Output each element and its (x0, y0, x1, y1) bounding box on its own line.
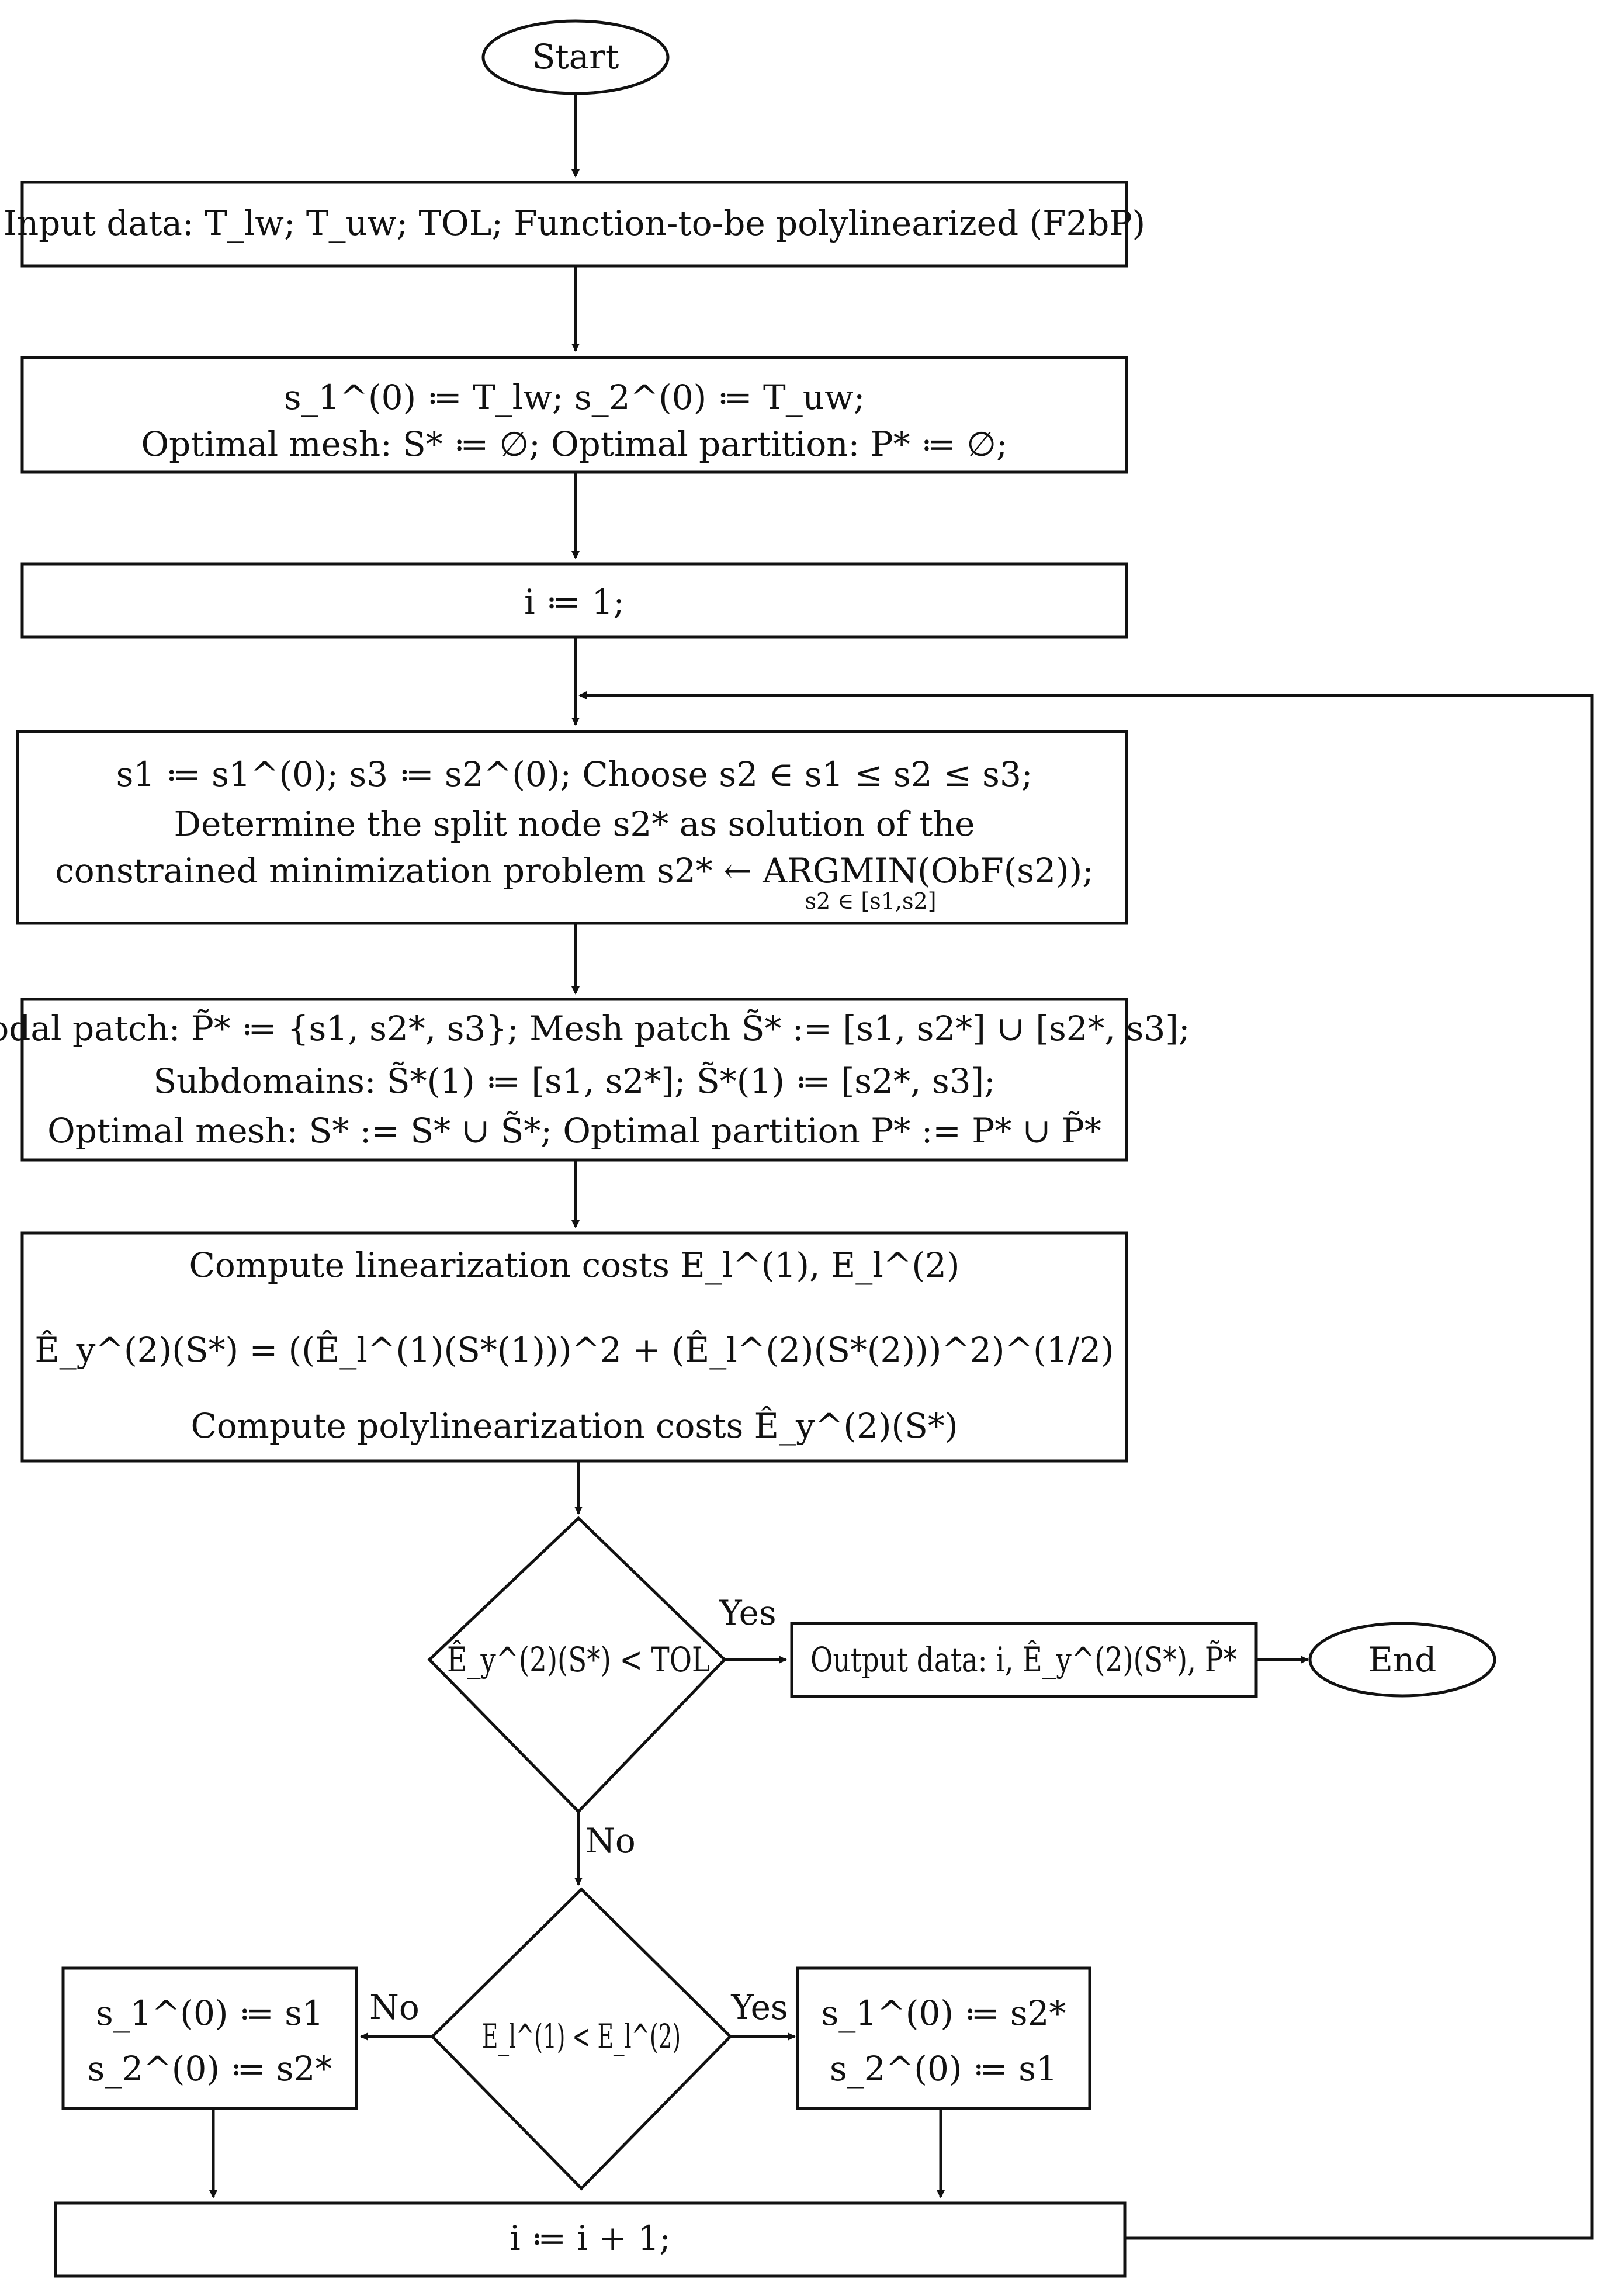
right-line-1: s_1^(0) ≔ s2* (822, 1993, 1066, 2033)
end-label: End (1368, 1640, 1437, 1679)
end-node: End (1308, 1622, 1496, 1698)
split-node-box: s1 ≔ s1^(0); s3 ≔ s2^(0); Choose s2 ∈ s1… (16, 730, 1128, 925)
left-line-1: s_1^(0) ≔ s1 (96, 1993, 324, 2033)
start-label: Start (532, 37, 619, 77)
decision-tol-text: Ê_y^(2)(S*) < TOL (447, 1640, 710, 1679)
cost-line-1: Compute linearization costs E_l^(1), E_l… (189, 1245, 959, 1285)
split-line-1: s1 ≔ s1^(0); s3 ≔ s2^(0); Choose s2 ∈ s1… (116, 754, 1033, 794)
loop-back-arrow (578, 691, 1594, 2240)
output-text: Output data: i, Ê_y^(2)(S*), P̃* (810, 1639, 1237, 1679)
output-box: Output data: i, Ê_y^(2)(S*), P̃* (790, 1622, 1258, 1698)
counter-text: i ≔ 1; (524, 582, 625, 622)
start-node: Start (481, 19, 670, 95)
increment-box: i ≔ i + 1; (54, 2201, 1127, 2278)
input-text: Input data: T_lw; T_uw; TOL; Function-to… (4, 203, 1145, 243)
decision-cost: E_l^(1) < E_l^(2) Yes No (369, 1887, 788, 2191)
split-line-3: constrained minimization problem s2* ← A… (55, 851, 1094, 891)
patch-line-1: Nodal patch: P̃* ≔ {s1, s2*, s3}; Mesh p… (0, 1008, 1190, 1048)
init-box: s_1^(0) ≔ T_lw; s_2^(0) ≔ T_uw; Optimal … (20, 356, 1128, 474)
right-update-box: s_1^(0) ≔ s2* s_2^(0) ≔ s1 (796, 1966, 1091, 2110)
cost-formula: Ê_y^(2)(S*) = ((Ê_l^(1)(S*(1)))^2 + (Ê_l… (34, 1330, 1114, 1370)
cost-box: Compute linearization costs E_l^(1), E_l… (20, 1231, 1128, 1463)
counter-box: i ≔ 1; (20, 562, 1128, 639)
patch-box: Nodal patch: P̃* ≔ {s1, s2*, s3}; Mesh p… (0, 998, 1190, 1162)
input-box: Input data: T_lw; T_uw; TOL; Function-to… (4, 181, 1145, 268)
init-line-2: Optimal mesh: S* ≔ ∅; Optimal partition:… (141, 424, 1008, 464)
patch-line-2: Subdomains: S̃*(1) ≔ [s1, s2*]; S̃*(1) ≔… (153, 1061, 995, 1101)
left-line-2: s_2^(0) ≔ s2* (88, 2049, 332, 2089)
right-line-2: s_2^(0) ≔ s1 (830, 2049, 1058, 2089)
patch-line-3: Optimal mesh: S* := S* ∪ S̃*; Optimal pa… (47, 1110, 1101, 1151)
decision-tol-yes: Yes (719, 1593, 776, 1633)
decision-tol-no: No (585, 1821, 636, 1861)
increment-text: i ≔ i + 1; (510, 2218, 671, 2258)
argmin-subscript: s2 ∈ [s1,s2] (805, 888, 936, 914)
left-update-box: s_1^(0) ≔ s1 s_2^(0) ≔ s2* (61, 1966, 358, 2110)
decision-cost-no: No (369, 1987, 420, 2027)
split-line-2: Determine the split node s2* as solution… (174, 804, 975, 844)
init-line-1: s_1^(0) ≔ T_lw; s_2^(0) ≔ T_uw; (284, 378, 865, 417)
connectors (209, 95, 1594, 2240)
decision-cost-text: E_l^(1) < E_l^(2) (482, 2017, 681, 2056)
cost-line-3: Compute polylinearization costs Ê_y^(2)(… (190, 1406, 958, 1446)
decision-tolerance: Ê_y^(2)(S*) < TOL Yes No (427, 1516, 777, 1861)
decision-cost-yes: Yes (730, 1987, 788, 2027)
